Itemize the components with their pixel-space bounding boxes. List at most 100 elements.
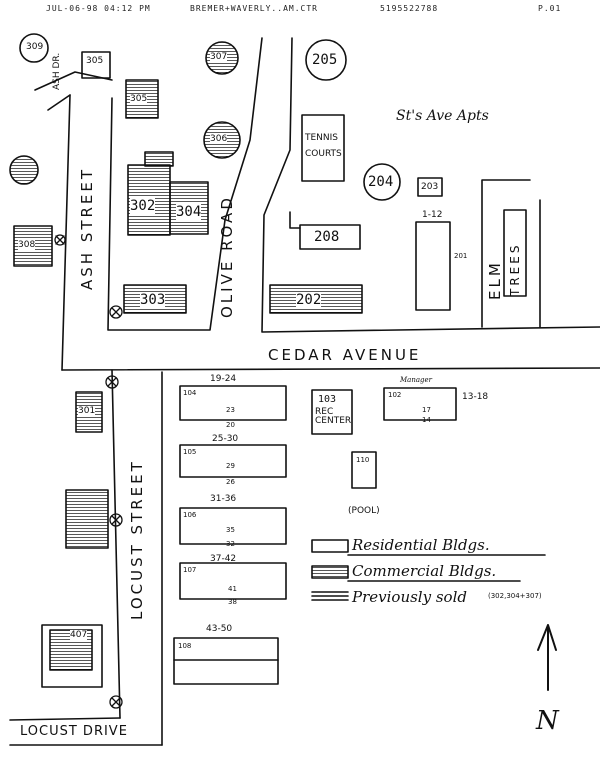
fax-header: JUL-06-98 04:12 PM BREMER+WAVERLY..AM.CT…	[0, 4, 600, 18]
legend-sold-note: (302,304+307)	[488, 592, 542, 600]
units-43-50: 43-50	[206, 624, 233, 634]
bldg-201	[415, 221, 451, 311]
rec-center-label: REC CENTER	[315, 407, 352, 426]
bldg-102-num: 102	[388, 391, 402, 399]
elm-boundary	[481, 179, 531, 328]
bldg-208	[299, 224, 361, 250]
fax-sender: BREMER+WAVERLY..AM.CTR	[190, 4, 318, 13]
fax-page: P.01	[538, 4, 562, 13]
bldg-407	[41, 624, 103, 688]
olive-road-label: OLIVE ROAD	[218, 195, 236, 318]
legend-commercial-symbol	[311, 565, 349, 579]
bldg-308-west-num: 308	[18, 240, 36, 250]
legend-residential-symbol	[311, 539, 349, 553]
cedar-avenue-label: CEDAR AVENUE	[268, 346, 422, 364]
bldg-303	[123, 284, 187, 314]
ash-dr-road-2	[47, 94, 71, 111]
unit-41: 41	[228, 585, 237, 593]
bldg-107-num: 107	[183, 566, 197, 574]
ash-dr-label: ASH DR.	[52, 52, 62, 90]
bldg-205-num: 205	[312, 52, 338, 68]
bldg-407-num: 407	[70, 630, 88, 640]
ash-street-label: ASH STREET	[78, 166, 96, 290]
elm-label: ELM	[486, 260, 504, 300]
bldg-305-num: 305	[130, 94, 148, 104]
x-markers	[54, 234, 123, 709]
bldg-105	[179, 444, 287, 478]
bldg-106-num: 106	[183, 511, 197, 519]
olive-road-east-edge	[261, 37, 600, 333]
fax-datetime: JUL-06-98 04:12 PM	[46, 4, 151, 13]
unit-35: 35	[226, 526, 235, 534]
bldg-303-num: 303	[140, 292, 166, 308]
rec-center-number: 103	[318, 394, 337, 405]
bldg-201-num: 201	[454, 252, 468, 260]
bldg-305-west	[9, 155, 39, 185]
bldg-205	[305, 39, 347, 81]
apartments-label: St's Ave Apts	[396, 108, 489, 124]
bldg-203-num: 203	[421, 182, 439, 192]
bldg-203	[417, 177, 443, 197]
bldg-302-top	[144, 151, 174, 167]
locust-street-label: LOCUST STREET	[128, 459, 146, 620]
bldg-110	[351, 451, 377, 489]
north-label: N	[536, 706, 559, 736]
manager-label: Manager	[400, 376, 432, 384]
bldg-309-south	[65, 489, 109, 549]
bldg-103	[311, 389, 353, 435]
locust-drive-edge	[9, 717, 121, 721]
bldg-307-num: 307	[210, 52, 228, 62]
unit-20: 20	[226, 421, 235, 429]
trees-box	[503, 209, 527, 297]
legend-sold-symbol	[311, 591, 349, 601]
bldg-309	[19, 33, 49, 63]
unit-32: 32	[226, 540, 235, 548]
bldg-305-top	[81, 51, 111, 79]
fax-phone: 5195522788	[380, 4, 439, 13]
bldg-301-num: 301	[78, 406, 96, 416]
pool-label: (POOL)	[348, 506, 380, 516]
ash-street-east-edge	[107, 37, 263, 331]
bldg-202-num: 202	[296, 292, 322, 308]
trees-label: TREES	[508, 242, 522, 296]
bldg-302-num: 302	[130, 198, 156, 214]
locust-street-west-edge	[111, 369, 121, 719]
bldg-110-num: 110	[356, 456, 370, 464]
tennis-courts	[301, 114, 345, 182]
bldg-204-num: 204	[368, 174, 394, 190]
bldg-208-wing	[289, 211, 301, 229]
bldg-108	[173, 637, 279, 685]
legend-commercial-label: Commercial Bldgs.	[352, 562, 497, 580]
ash-dr-road	[34, 71, 113, 91]
units-25-30: 25-30	[212, 434, 239, 444]
unit-23: 23	[226, 406, 235, 414]
bldg-309-num: 309	[26, 42, 44, 52]
bldg-306-num: 306	[210, 134, 228, 144]
bldg-208-num: 208	[314, 229, 340, 245]
units-31-36: 31-36	[210, 494, 237, 504]
unit-26: 26	[226, 478, 235, 486]
unit-29: 29	[226, 462, 235, 470]
units-13-18: 13-18	[462, 392, 489, 402]
north-arrow	[537, 624, 557, 691]
cedar-avenue-south-edge	[61, 367, 600, 371]
unit-38: 38	[228, 598, 237, 606]
legend-sold-label: Previously sold	[352, 588, 467, 606]
bldg-304-num: 304	[176, 204, 202, 220]
bldg-105-num: 105	[183, 448, 197, 456]
unit-14: 14	[422, 416, 431, 424]
bldg-104	[179, 385, 287, 421]
bldg-106	[179, 507, 287, 545]
unit-17: 17	[422, 406, 431, 414]
bldg-104-num: 104	[183, 389, 197, 397]
bldg-102	[383, 387, 457, 421]
bldg-107	[179, 562, 287, 600]
units-19-24: 19-24	[210, 374, 237, 384]
bldg-108-num: 108	[178, 642, 192, 650]
legend-residential-label: Residential Bldgs.	[352, 536, 490, 554]
bldg-305-top-num: 305	[86, 56, 104, 66]
bldg-204	[363, 163, 401, 201]
bldg-201-units: 1-12	[422, 210, 443, 220]
locust-drive-label: LOCUST DRIVE	[20, 724, 128, 739]
ash-street-west-edge	[61, 94, 71, 371]
